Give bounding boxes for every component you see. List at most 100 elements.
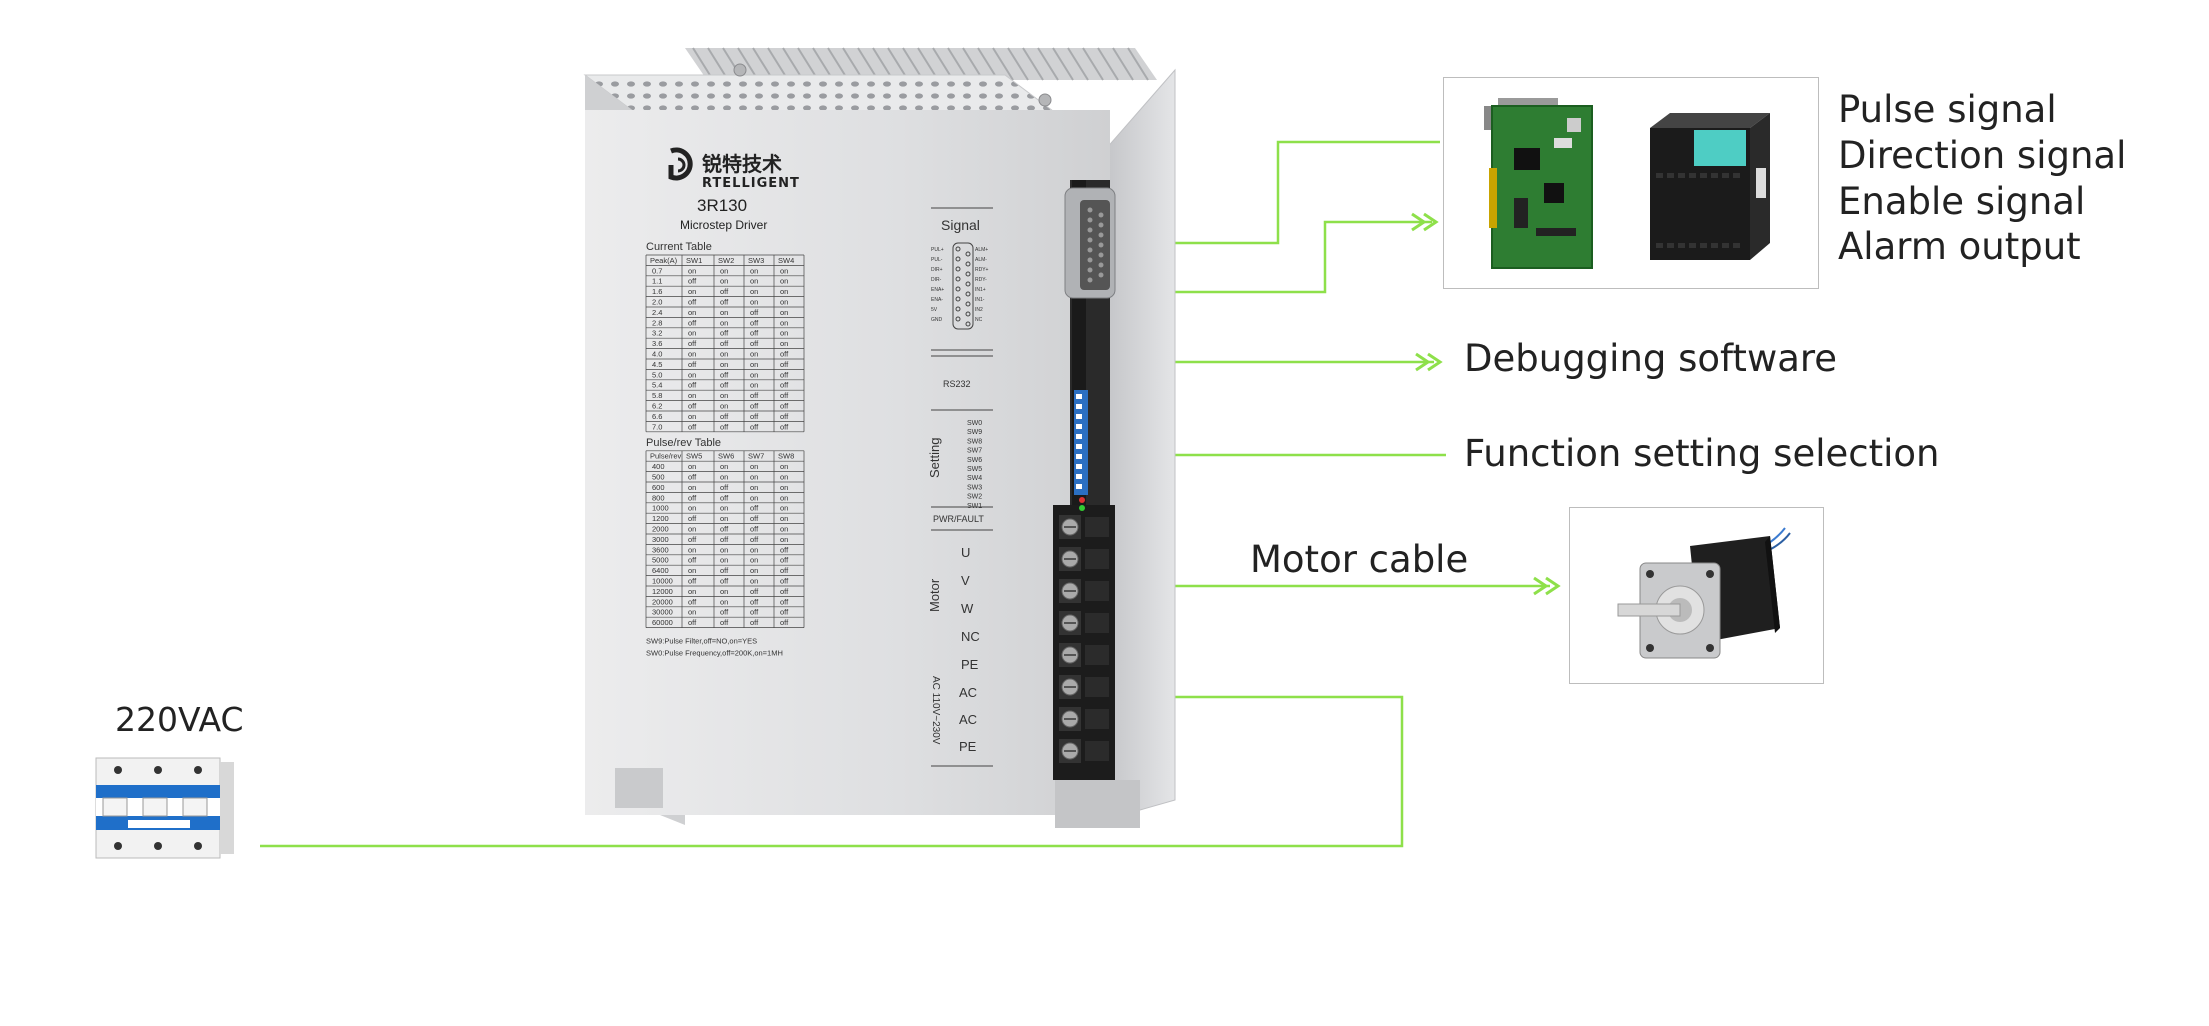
pulse-table-cell: off — [780, 545, 789, 554]
current-table-cell: on — [688, 350, 696, 359]
current-table-cell: on — [750, 381, 758, 390]
current-table-cell: on — [720, 308, 728, 317]
panel-switch-label: SW1 — [967, 503, 982, 510]
pulse-table-cell: on — [688, 545, 696, 554]
pulse-table-cell: 20000 — [652, 597, 673, 606]
panel-ac-terminal: AC — [959, 712, 977, 727]
current-table-cell: off — [720, 422, 729, 431]
pulse-table-cell: on — [720, 514, 728, 523]
current-table-cell: on — [750, 360, 758, 369]
panel-switch-label: SW2 — [967, 494, 982, 501]
pulse-table-cell: on — [688, 525, 696, 534]
note-pulse-frequency: SW0:Pulse Frequency,off=200K,on=1MH — [646, 649, 783, 658]
panel-switch-label: SW5 — [967, 466, 982, 473]
current-table-cell: 2.8 — [652, 318, 662, 327]
pulse-table-cell: 5000 — [652, 556, 669, 565]
pulse-table-cell: off — [780, 618, 789, 627]
signal-pin-left: PUL+ — [931, 247, 944, 253]
pulse-table-cell: on — [780, 473, 788, 482]
current-table-cell: on — [688, 287, 696, 296]
driver-subtitle: Microstep Driver — [680, 218, 768, 232]
pulse-table-cell: on — [750, 493, 758, 502]
signal-pin-right: IN1- — [975, 297, 985, 303]
pulse-table-cell: off — [750, 535, 759, 544]
current-table-cell: off — [750, 318, 759, 327]
pulse-table-cell: on — [780, 493, 788, 502]
pulse-table-cell: 600 — [652, 483, 665, 492]
pulse-table-header: SW6 — [718, 452, 734, 461]
current-table-cell: 7.0 — [652, 422, 662, 431]
pulse-table-cell: 400 — [652, 462, 665, 471]
pulse-table-cell: 3600 — [652, 545, 669, 554]
current-table-cell: off — [688, 298, 697, 307]
current-table-cell: off — [720, 339, 729, 348]
pulse-table-cell: off — [720, 566, 729, 575]
pulse-table-cell: on — [780, 483, 788, 492]
pulse-table-cell: on — [720, 504, 728, 513]
pulse-table-cell: 12000 — [652, 587, 673, 596]
pulse-table-header: SW8 — [778, 452, 794, 461]
current-table-cell: on — [720, 391, 728, 400]
signal-pin-right: NC — [975, 317, 983, 323]
current-table-cell: off — [720, 381, 729, 390]
side-heatsink — [1104, 68, 1176, 821]
brand-name-en: RTELLIGENT — [702, 176, 800, 191]
panel-ac-terminal: PE — [959, 739, 977, 754]
pulse-table-cell: 6400 — [652, 566, 669, 575]
label-alarm-output: Alarm output — [1838, 225, 2081, 268]
current-table-cell: on — [688, 329, 696, 338]
panel-switch-label: SW7 — [967, 448, 982, 455]
pulse-table-cell: off — [720, 535, 729, 544]
current-table-cell: on — [720, 402, 728, 411]
current-table-cell: on — [720, 350, 728, 359]
current-table-cell: on — [780, 298, 788, 307]
current-table-cell: off — [750, 308, 759, 317]
panel-motor-label: Motor — [927, 578, 942, 612]
pulse-table-cell: off — [688, 514, 697, 523]
current-table-header: SW1 — [686, 256, 702, 265]
current-table-cell: 2.0 — [652, 298, 662, 307]
label-debugging-software: Debugging software — [1464, 337, 1838, 380]
pulse-table-header: SW7 — [748, 452, 764, 461]
current-table-cell: on — [780, 287, 788, 296]
pulse-table-cell: off — [688, 473, 697, 482]
rtelligent-logo-icon — [668, 147, 693, 181]
pulse-table-cell: on — [750, 483, 758, 492]
panel-motor-terminal: V — [961, 573, 970, 588]
pulse-table-cell: on — [688, 504, 696, 513]
circuit-breaker-icon — [95, 757, 234, 859]
driver-model: 3R130 — [697, 196, 748, 215]
current-table-cell: on — [688, 308, 696, 317]
current-table-cell: on — [720, 266, 728, 275]
current-table-cell: off — [688, 339, 697, 348]
pulse-table-cell: 1200 — [652, 514, 669, 523]
current-table-cell: 5.0 — [652, 370, 662, 379]
pulse-table-cell: on — [720, 462, 728, 471]
brand-name-cn: 锐特技术 — [702, 152, 782, 176]
circuit-breaker — [88, 750, 238, 869]
current-table-header: SW3 — [748, 256, 764, 265]
pulse-table-cell: on — [720, 473, 728, 482]
wire-signal-in — [1148, 220, 1432, 294]
current-table-cell: on — [720, 277, 728, 286]
pulse-table-cell: off — [720, 608, 729, 617]
current-table-cell: off — [780, 391, 789, 400]
pulse-table-grid — [645, 450, 805, 628]
pulse-table-cell: on — [780, 462, 788, 471]
current-table-grid — [645, 254, 805, 433]
current-table-cell: on — [688, 391, 696, 400]
current-table-cell: on — [720, 318, 728, 327]
arrow-signal-right — [1411, 212, 1439, 232]
panel-ac-voltage-label: AC 110V~230V — [930, 676, 941, 745]
pulse-table-cell: off — [688, 493, 697, 502]
signal-pin-left: GND — [931, 317, 943, 323]
current-table-cell: 6.6 — [652, 412, 662, 421]
current-table-cell: off — [750, 391, 759, 400]
pulse-table-cell: 500 — [652, 473, 665, 482]
wire-signal-out — [1150, 140, 1440, 245]
current-table-cell: off — [720, 287, 729, 296]
signal-pin-right: RDY+ — [975, 267, 989, 273]
note-pulse-filter: SW9:Pulse Filter,off=NO,on=YES — [646, 637, 757, 646]
current-table-cell: on — [750, 370, 758, 379]
current-table-cell: off — [780, 360, 789, 369]
